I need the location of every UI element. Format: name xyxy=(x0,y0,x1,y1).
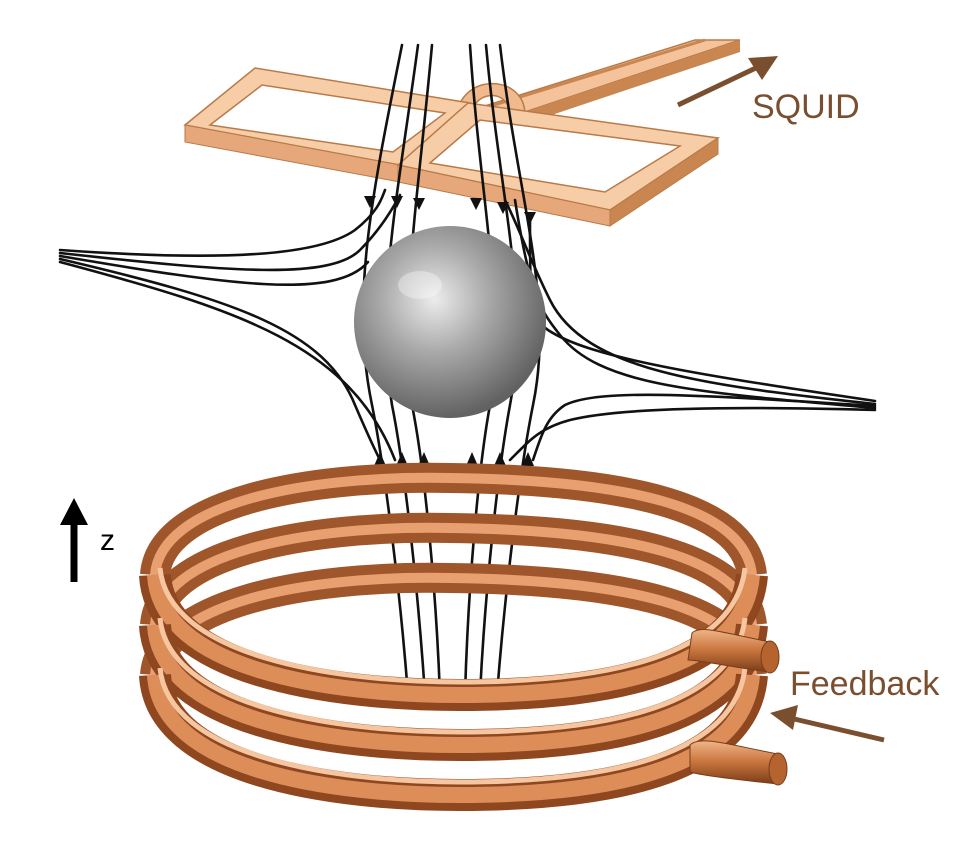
field-line xyxy=(513,198,877,410)
coil-lead-lower xyxy=(689,740,779,785)
field-arrowhead xyxy=(466,452,478,466)
field-arrowhead xyxy=(524,212,536,224)
field-line xyxy=(58,188,387,258)
arrow-left-icon xyxy=(789,715,885,743)
field-line xyxy=(503,198,877,406)
squid-label-group: SQUID xyxy=(676,56,860,126)
field-arrowhead xyxy=(364,196,376,208)
field-arrowhead xyxy=(413,198,425,210)
field-arrowhead xyxy=(494,452,506,466)
field-line xyxy=(58,260,397,462)
field-line xyxy=(58,257,382,462)
z-axis-indicator: z xyxy=(60,498,115,582)
axis-label-z: z xyxy=(100,524,115,557)
field-arrowhead xyxy=(522,452,534,466)
feedback-label: Feedback xyxy=(790,665,940,703)
field-arrowhead xyxy=(396,452,408,466)
field-line xyxy=(58,193,402,272)
field-arrowhead xyxy=(470,198,482,210)
field-line xyxy=(528,213,877,403)
field-arrowhead xyxy=(418,452,430,466)
field-line xyxy=(508,406,877,462)
squid-label: SQUID xyxy=(752,88,860,126)
feedback-coil xyxy=(139,462,788,812)
field-arrowhead xyxy=(391,196,403,208)
field-arrowhead xyxy=(374,452,386,466)
squid-loops xyxy=(183,38,741,227)
arrow-up-right-icon xyxy=(676,63,762,108)
field-line xyxy=(58,254,370,287)
feedback-label-group: Feedback xyxy=(770,665,940,743)
field-arrowhead xyxy=(497,202,509,214)
levitated-sphere xyxy=(354,226,546,418)
